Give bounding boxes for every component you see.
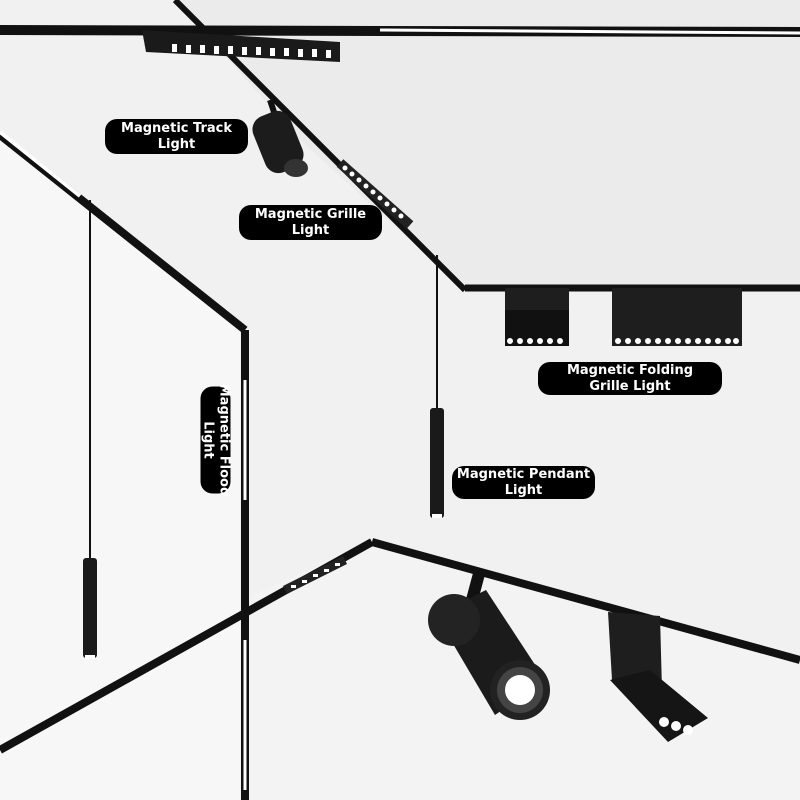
magnetic-grille-light	[336, 159, 414, 229]
upper-ceiling	[0, 0, 800, 290]
label-magnetic-grille-light: Magnetic Grille Light	[239, 205, 382, 240]
magnetic-track-grille-bar	[142, 30, 340, 62]
label-track-line2: Light	[157, 136, 196, 152]
lower-right-rail	[370, 538, 800, 664]
label-track-line1: Magnetic Track	[121, 120, 232, 136]
label-grille-line1: Magnetic Grille	[254, 206, 367, 222]
label-grille-line2: Light	[291, 222, 330, 238]
left-diagonal-rail	[0, 131, 248, 334]
magnetic-folding-grille-light-small	[505, 288, 569, 346]
label-flood-line2: Light	[200, 421, 216, 459]
magnetic-folding-grille-light-large	[612, 288, 742, 346]
lower-grille-segment	[282, 555, 348, 595]
magnetic-pendant-light-left	[83, 200, 97, 659]
left-diagonal-led	[0, 130, 82, 198]
label-folding-line2: Grille Light	[589, 378, 671, 394]
magnetic-pendant-light	[430, 255, 444, 518]
magnetic-track-spot-light	[252, 99, 308, 177]
label-pendant-line1: Magnetic Pendant	[456, 466, 591, 482]
top-track-led	[379, 28, 800, 35]
adjustable-grille-spot	[608, 612, 708, 742]
label-magnetic-folding-grille-light: Magnetic Folding Grille Light	[538, 362, 722, 395]
label-magnetic-pendant-light: Magnetic Pendant Light	[452, 466, 595, 499]
label-magnetic-track-light: Magnetic Track Light	[105, 119, 248, 154]
label-magnetic-flood-light: Magnetic Flood Light	[200, 383, 232, 497]
large-track-spotlight	[428, 568, 550, 720]
left-wall	[0, 135, 240, 800]
label-flood-line1: Magnetic Flood	[216, 383, 232, 497]
label-pendant-line2: Light	[504, 482, 543, 498]
label-folding-line1: Magnetic Folding	[566, 362, 694, 378]
